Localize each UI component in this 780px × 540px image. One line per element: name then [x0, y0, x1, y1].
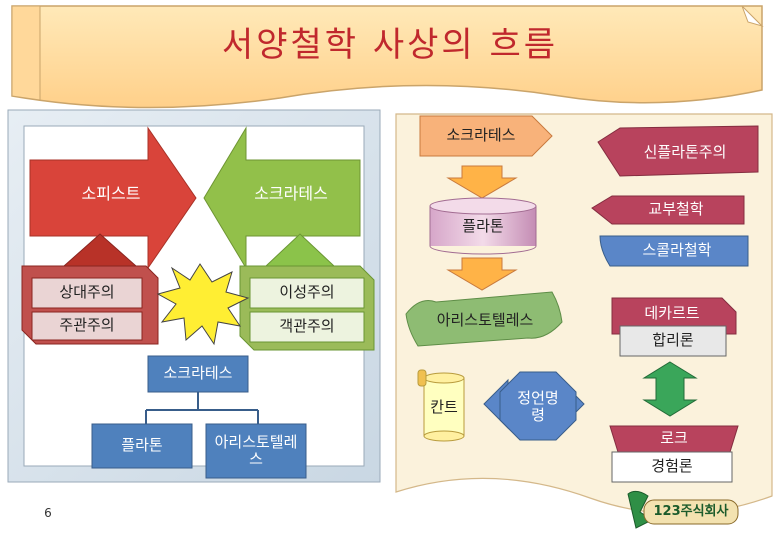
- rp-plato-cylinder: [429, 197, 537, 255]
- rp-kant-label: 칸트: [430, 398, 458, 417]
- title-banner: [11, 5, 764, 109]
- rp-locke-label: 로크: [660, 429, 688, 448]
- rp-descartes-label: 데카르트: [644, 304, 700, 323]
- lineage-aristotle-label: 아리스토텔레스: [214, 432, 298, 468]
- socrates-arrow: [203, 126, 361, 270]
- rp-scholastic-box: [599, 235, 749, 267]
- vertical-double-arrow-icon: [642, 361, 698, 417]
- rp-patristic-tag: [591, 195, 745, 225]
- subjectivism-label: 주관주의: [59, 316, 115, 335]
- sophist-arrow: [29, 126, 197, 270]
- lineage-root-label: 소크라테스: [163, 364, 233, 383]
- company-logo: [627, 490, 739, 529]
- rp-empiricism-label: 경험론: [651, 457, 693, 476]
- rp-aristotle-label: 아리스토텔레스: [436, 311, 534, 330]
- lineage-plato-label: 플라톤: [121, 436, 163, 455]
- rp-imperative-label: 정언명령: [517, 388, 559, 424]
- rp-scholastic-label: 스콜라철학: [642, 241, 712, 260]
- rp-descartes-box: [611, 297, 737, 335]
- sophist-label: 소피스트: [81, 183, 141, 203]
- rp-socrates-box: [419, 115, 553, 157]
- company-logo-text: 123주식회사: [653, 503, 729, 519]
- rp-imperative-octagon: [499, 371, 577, 441]
- rp-kant-scroll: [417, 369, 465, 442]
- down-arrow-2: [446, 257, 518, 291]
- conflict-burst-icon: [156, 263, 250, 346]
- rp-patristic-label: 교부철학: [648, 200, 704, 219]
- page-title: 서양철학 사상의 흐름: [221, 25, 559, 66]
- relativism-label: 상대주의: [59, 283, 115, 302]
- page-number: 6: [44, 506, 52, 521]
- rp-empiricism-box: [611, 451, 733, 483]
- rp-neoplatonism-label: 신플라톤주의: [643, 143, 727, 162]
- lineage-plato-box: [91, 423, 193, 469]
- objectivism-label: 객관주의: [279, 317, 335, 336]
- lineage-root-box: [147, 355, 249, 393]
- rp-rationalism-box: [619, 325, 727, 357]
- rp-neoplatonism-tag: [597, 125, 759, 177]
- rationalism-label: 이성주의: [279, 283, 335, 302]
- rp-socrates-label: 소크라테스: [446, 126, 516, 145]
- rp-rationalism-label: 합리론: [652, 331, 694, 350]
- socrates-label: 소크라테스: [254, 183, 328, 203]
- lineage-aristotle-box: [205, 423, 307, 479]
- rp-plato-label: 플라톤: [462, 217, 504, 236]
- down-arrow-1: [446, 165, 518, 199]
- rp-aristotle-ribbon: [405, 291, 563, 347]
